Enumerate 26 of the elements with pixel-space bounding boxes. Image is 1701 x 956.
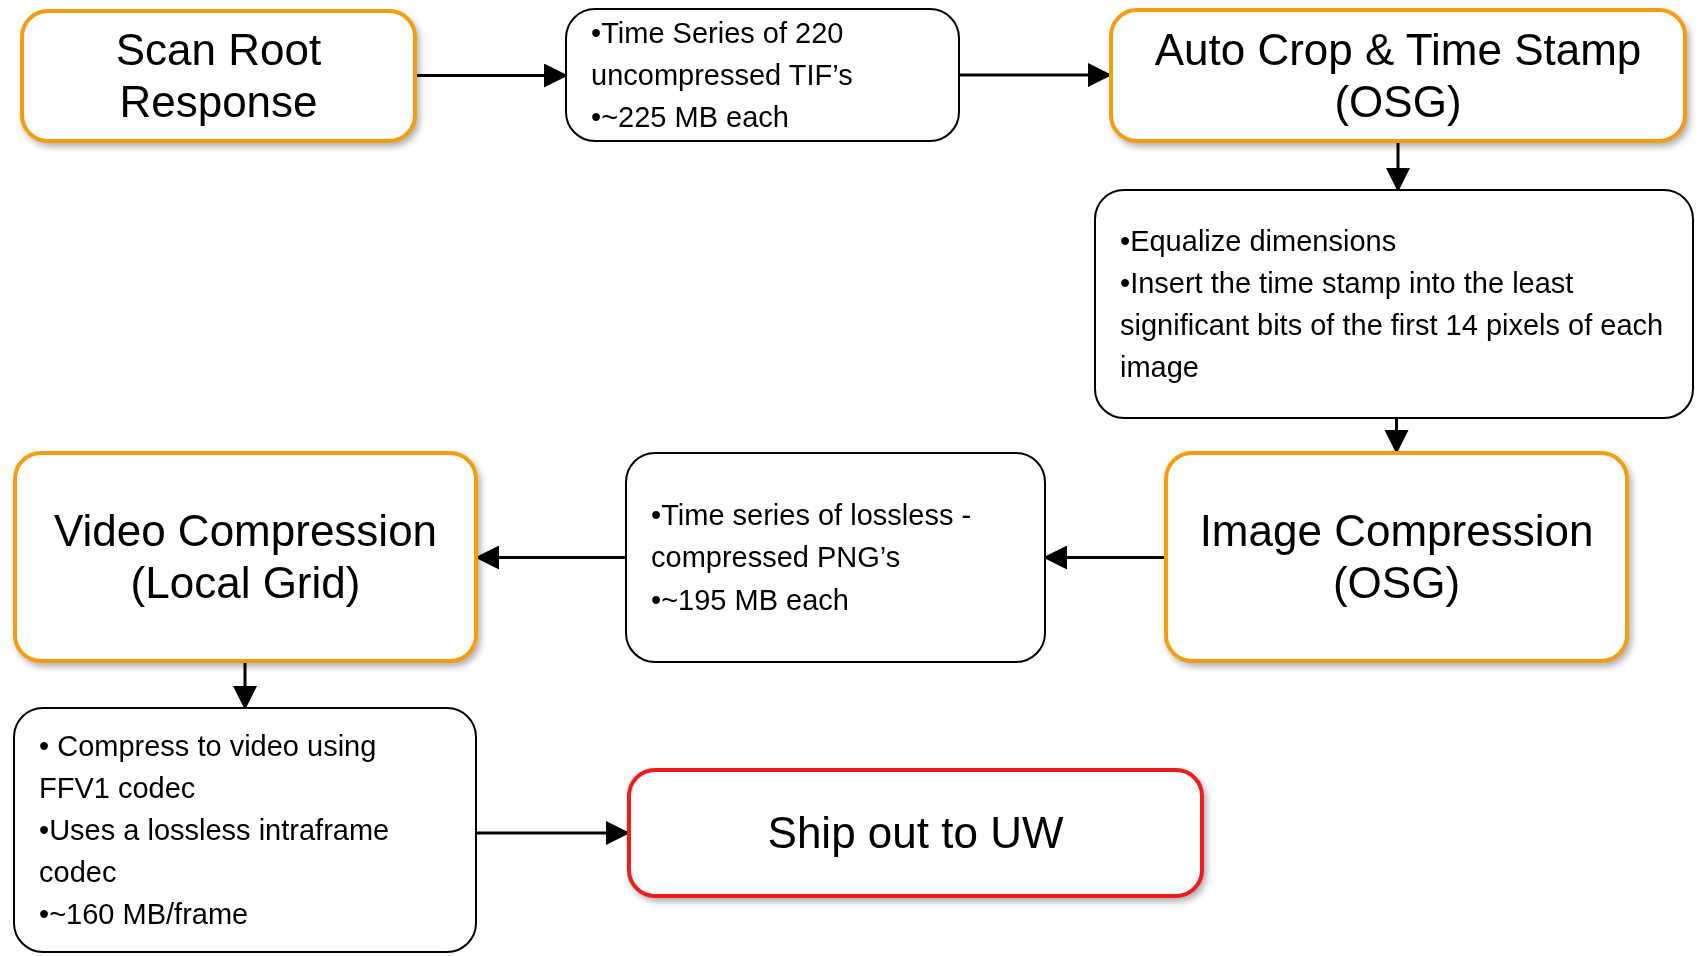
step-title: Ship out to UW bbox=[767, 807, 1064, 859]
step-title: Auto Crop & Time Stamp (OSG) bbox=[1153, 23, 1643, 128]
process-box bbox=[13, 451, 478, 663]
step-title: Scan Root Response bbox=[114, 24, 323, 128]
note-box bbox=[565, 8, 960, 142]
step-title: Video Compression (Local Grid) bbox=[52, 505, 439, 609]
process-box bbox=[20, 9, 417, 143]
bullet-text: • Compress to video using FFV1 codec bbox=[39, 728, 378, 806]
bullet-text: •Insert the time stamp into the least significant bits of the first 14 pixels of each image bbox=[1120, 265, 1665, 386]
arrow bbox=[233, 663, 257, 710]
bullet-text: •~225 MB each bbox=[591, 100, 790, 135]
bullet-text: •Time series of lossless -compressed PNG’s bbox=[651, 498, 973, 576]
bullet-text: •Equalize dimensions bbox=[1120, 223, 1398, 259]
arrow bbox=[1384, 419, 1409, 454]
arrow bbox=[1386, 143, 1410, 192]
bullet-text: •Uses a lossless intraframe codec bbox=[39, 812, 391, 890]
process-box bbox=[627, 768, 1204, 898]
bullet-text: •~160 MB/frame bbox=[39, 897, 250, 933]
bullet-text: •~195 MB each bbox=[651, 582, 850, 618]
note-box bbox=[625, 452, 1046, 663]
process-box bbox=[1164, 451, 1629, 663]
note-box bbox=[13, 707, 477, 953]
note-box bbox=[1094, 189, 1694, 419]
process-box bbox=[1109, 8, 1687, 143]
bullet-text: •Time Series of 220 uncompressed TIF’s bbox=[591, 15, 854, 93]
step-title: Image Compression (OSG) bbox=[1198, 505, 1595, 609]
